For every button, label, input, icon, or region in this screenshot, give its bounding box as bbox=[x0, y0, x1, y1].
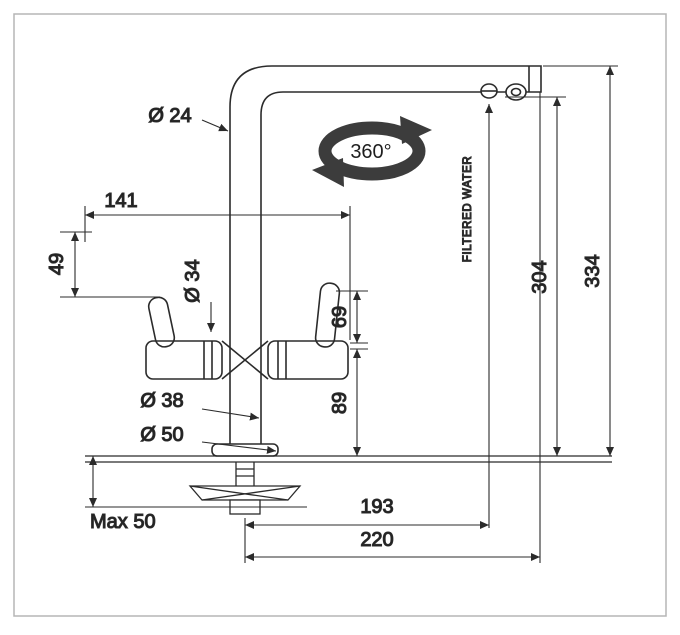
countertop-lines bbox=[85, 455, 612, 463]
label-193: 193 bbox=[360, 496, 393, 518]
label-334: 334 bbox=[582, 254, 604, 287]
dimension-max-50 bbox=[85, 456, 307, 508]
dimensions: Ø 24 141 49 Ø 34 69 bbox=[45, 65, 618, 563]
rotation-arrow-head-bottom bbox=[312, 158, 344, 187]
label-69: 69 bbox=[329, 306, 351, 328]
mounting-hardware bbox=[188, 462, 302, 515]
dimension-spout-diameter bbox=[201, 119, 229, 132]
left-handle bbox=[145, 296, 223, 380]
dimension-141 bbox=[84, 206, 351, 340]
right-handle bbox=[267, 282, 349, 380]
label-diameter-38: Ø 38 bbox=[140, 390, 183, 412]
dimension-49 bbox=[60, 231, 160, 298]
label-220: 220 bbox=[360, 529, 393, 551]
faucet-body bbox=[85, 65, 612, 515]
valve-junction bbox=[221, 340, 269, 383]
dimension-69 bbox=[336, 290, 368, 344]
left-handle-lever bbox=[147, 296, 176, 348]
spout-outline bbox=[229, 65, 542, 341]
label-141: 141 bbox=[104, 190, 137, 212]
label-spout-diameter: Ø 24 bbox=[148, 105, 191, 127]
rotation-symbol: 360° bbox=[312, 116, 432, 187]
label-89: 89 bbox=[329, 392, 351, 414]
dimension-220 bbox=[245, 92, 541, 563]
label-filtered-water: FILTERED WATER bbox=[462, 156, 474, 263]
rotation-arrow-head-top bbox=[400, 116, 432, 144]
dimension-304 bbox=[505, 96, 566, 456]
label-49: 49 bbox=[46, 253, 68, 275]
dimension-diameter-50 bbox=[201, 441, 277, 454]
dimension-diameter-38 bbox=[201, 408, 260, 421]
outlet-aerators bbox=[480, 83, 527, 101]
dimension-334 bbox=[543, 65, 618, 456]
label-max-50: Max 50 bbox=[90, 511, 156, 533]
label-304: 304 bbox=[529, 260, 551, 293]
label-body-diameter: Ø 34 bbox=[182, 259, 204, 302]
label-diameter-50: Ø 50 bbox=[140, 424, 183, 446]
dimension-89 bbox=[350, 348, 368, 456]
rotation-label: 360° bbox=[350, 141, 391, 163]
right-handle-lever bbox=[314, 282, 341, 348]
